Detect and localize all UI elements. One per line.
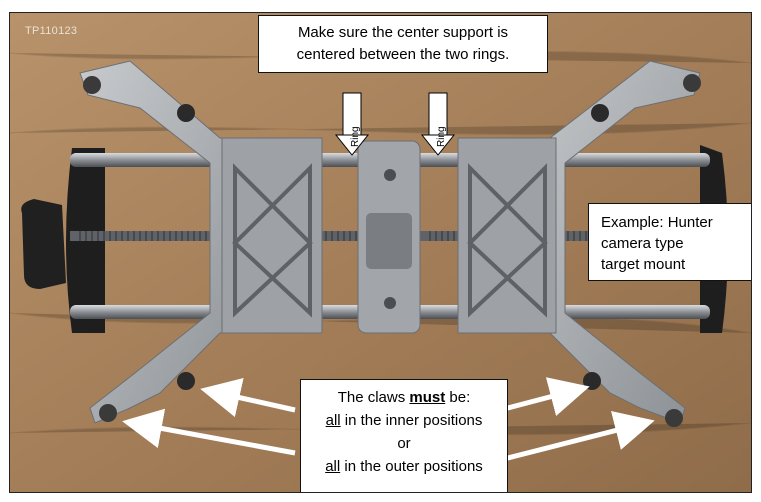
text-fragment: The claws <box>337 389 410 406</box>
ring-arrow-left <box>334 92 370 156</box>
knob <box>21 199 66 289</box>
left-lower-claw-hole <box>177 372 195 390</box>
threaded-screw <box>70 231 590 241</box>
left-carriage-ribs <box>232 163 313 318</box>
example-callout: Example: Hunter camera type target mount <box>588 203 751 281</box>
callout-line: target mount <box>601 256 686 273</box>
callout-line: centered between the two rings. <box>296 46 510 63</box>
callout-line: all in the inner positions <box>301 409 507 432</box>
center-support-window <box>366 213 412 269</box>
claws-callout: The claws must be: all in the inner posi… <box>300 379 508 492</box>
callout-line: camera type <box>601 235 684 252</box>
claw-pointer-arrows <box>122 377 655 463</box>
ring-label-right: Ring <box>436 126 447 147</box>
image-id-label: TP110123 <box>25 25 78 37</box>
emphasis-must: must <box>409 389 446 406</box>
callout-line: all in the outer positions <box>301 455 507 478</box>
photo-frame: TP110123 Ring Ring Make sure the center … <box>9 12 752 493</box>
right-carriage-body <box>457 137 557 334</box>
ring-arrow-right <box>420 92 456 156</box>
right-lower-claw-hole <box>583 372 601 390</box>
text-fragment: be: <box>445 389 471 406</box>
right-carriage-ribs <box>467 163 548 318</box>
left-upper-claw-hole <box>177 104 195 122</box>
center-support-top-hole <box>384 169 396 181</box>
emphasis-all: all <box>325 412 341 429</box>
text-fragment: in the outer positions <box>340 458 483 475</box>
center-support-bottom-hole <box>384 297 396 309</box>
callout-line: The claws must be: <box>301 386 507 409</box>
callout-line: Make sure the center support is <box>297 24 509 41</box>
left-upper-claw-tip <box>83 76 101 94</box>
emphasis-all: all <box>325 458 341 475</box>
center-support-callout: Make sure the center support is centered… <box>258 15 548 73</box>
callout-line: or <box>397 435 411 452</box>
left-lower-claw-tip <box>99 404 117 422</box>
right-upper-claw-hole <box>591 104 609 122</box>
right-lower-claw-tip <box>665 409 683 427</box>
right-upper-claw-tip <box>683 74 701 92</box>
ring-label-left: Ring <box>350 126 361 147</box>
text-fragment: in the inner positions <box>340 412 483 429</box>
callout-line: Example: Hunter <box>601 214 713 231</box>
